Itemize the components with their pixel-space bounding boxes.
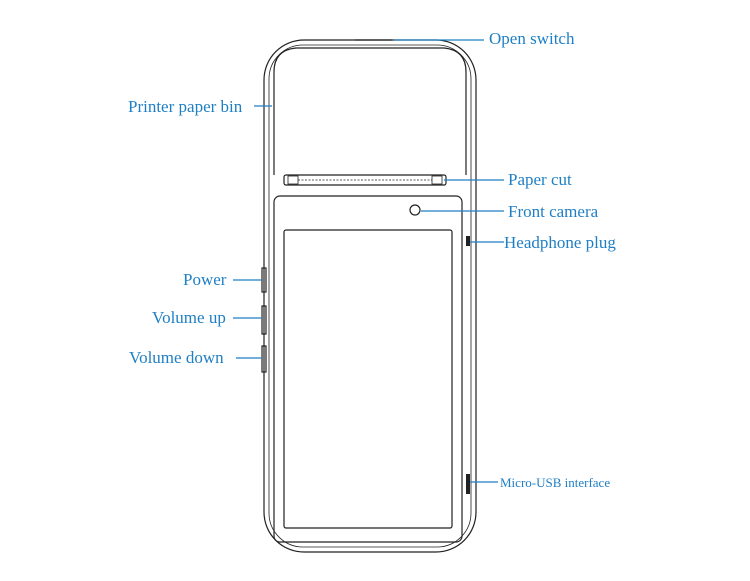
label-volume-up: Volume up <box>152 308 226 327</box>
paper-cut-blade <box>283 174 447 186</box>
micro-usb-port <box>466 474 470 494</box>
label-front-camera: Front camera <box>508 202 599 221</box>
label-volume-down: Volume down <box>129 348 224 367</box>
leader-lines <box>233 39 504 483</box>
printer-lid <box>273 47 467 175</box>
label-printer-paper-bin: Printer paper bin <box>128 97 243 116</box>
label-paper-cut: Paper cut <box>508 170 572 189</box>
headphone-port <box>466 236 470 246</box>
label-headphone-plug: Headphone plug <box>504 233 616 252</box>
front-camera-lens <box>409 204 421 216</box>
screen <box>283 229 453 529</box>
side-ports <box>466 236 470 494</box>
front-panel <box>273 195 463 543</box>
label-open-switch: Open switch <box>489 29 575 48</box>
label-micro-usb: Micro-USB interface <box>500 475 610 490</box>
volume-up-button <box>261 305 267 335</box>
label-power: Power <box>183 270 227 289</box>
volume-down-button <box>261 345 267 373</box>
device-body <box>263 39 477 553</box>
